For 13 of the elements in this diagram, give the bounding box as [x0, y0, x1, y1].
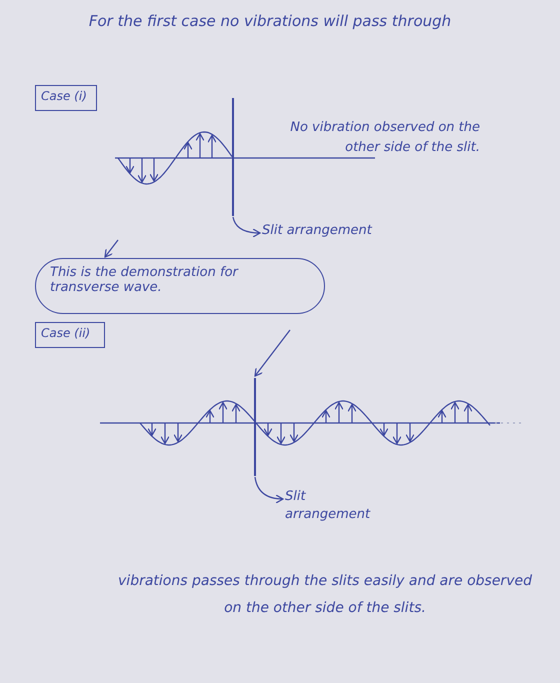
- case-label-box: Case (i): [35, 85, 97, 111]
- slit-line: [232, 98, 234, 216]
- arrow: [254, 330, 290, 377]
- slit-line: [254, 378, 256, 476]
- arrow: [104, 240, 118, 258]
- slit-arrangement-text: Slit arrangement: [262, 222, 442, 244]
- leader-line: [232, 216, 261, 238]
- case-label-box: Case (ii): [35, 322, 105, 348]
- title-text: For the first case no vibrations will pass through: [88, 11, 452, 32]
- slit-arrangement-text: Slit arrangement: [285, 488, 380, 528]
- note-text: No vibration observed on the other side of the slit.: [290, 119, 480, 156]
- leader-line: [254, 476, 284, 504]
- note-text: vibrations passes through the slits easily and are observed on the other side of the slits.: [117, 572, 533, 618]
